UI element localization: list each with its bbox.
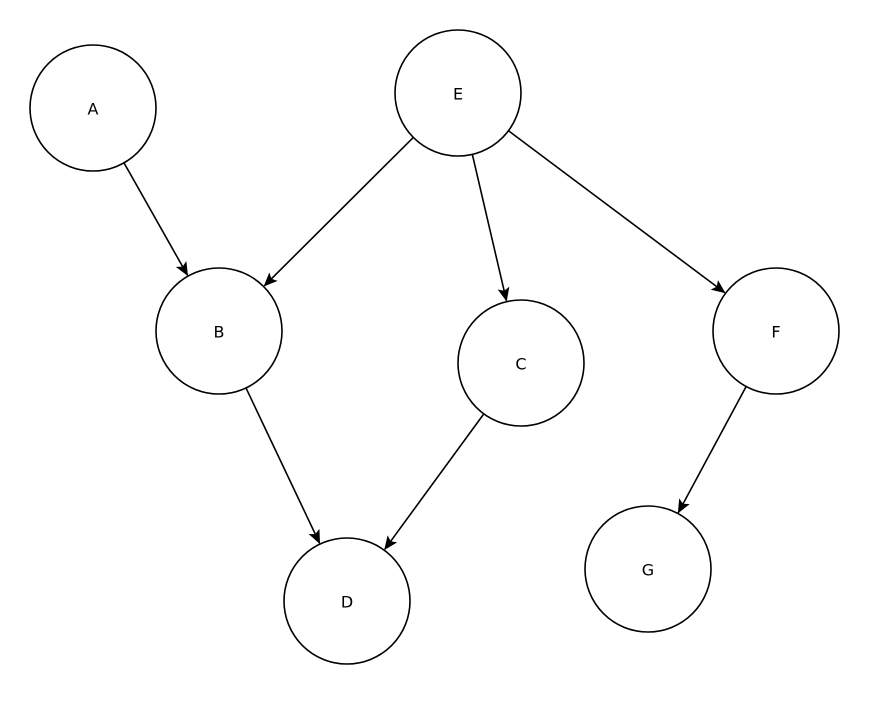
node-b-circle (155, 267, 283, 395)
node-d-circle (283, 537, 411, 665)
node-d: D (283, 537, 411, 665)
edge-e-to-b (263, 136, 414, 287)
node-g: G (584, 505, 712, 633)
node-g-circle (584, 505, 712, 633)
node-b-label: B (214, 323, 225, 342)
edge-e-to-f (507, 130, 726, 294)
node-f: F (712, 267, 840, 395)
node-e-circle (394, 29, 522, 157)
node-e: E (394, 29, 522, 157)
nodes-layer: A B C D E F G (29, 29, 840, 665)
node-d-label: D (341, 593, 353, 612)
edges-layer (123, 130, 747, 551)
node-a-circle (29, 44, 157, 172)
node-a-label: A (88, 100, 99, 119)
node-g-label: G (642, 561, 654, 580)
node-c-label: C (515, 355, 526, 374)
node-f-label: F (771, 323, 780, 342)
node-b: B (155, 267, 283, 395)
node-e-label: E (453, 85, 463, 104)
node-c-circle (457, 299, 585, 427)
edge-f-to-g (677, 386, 747, 514)
edge-a-to-b (123, 162, 189, 277)
edge-e-to-c (471, 154, 510, 302)
node-c: C (457, 299, 585, 427)
node-a: A (29, 44, 157, 172)
node-f-circle (712, 267, 840, 395)
edge-c-to-d (384, 413, 485, 551)
edge-b-to-d (245, 387, 321, 545)
